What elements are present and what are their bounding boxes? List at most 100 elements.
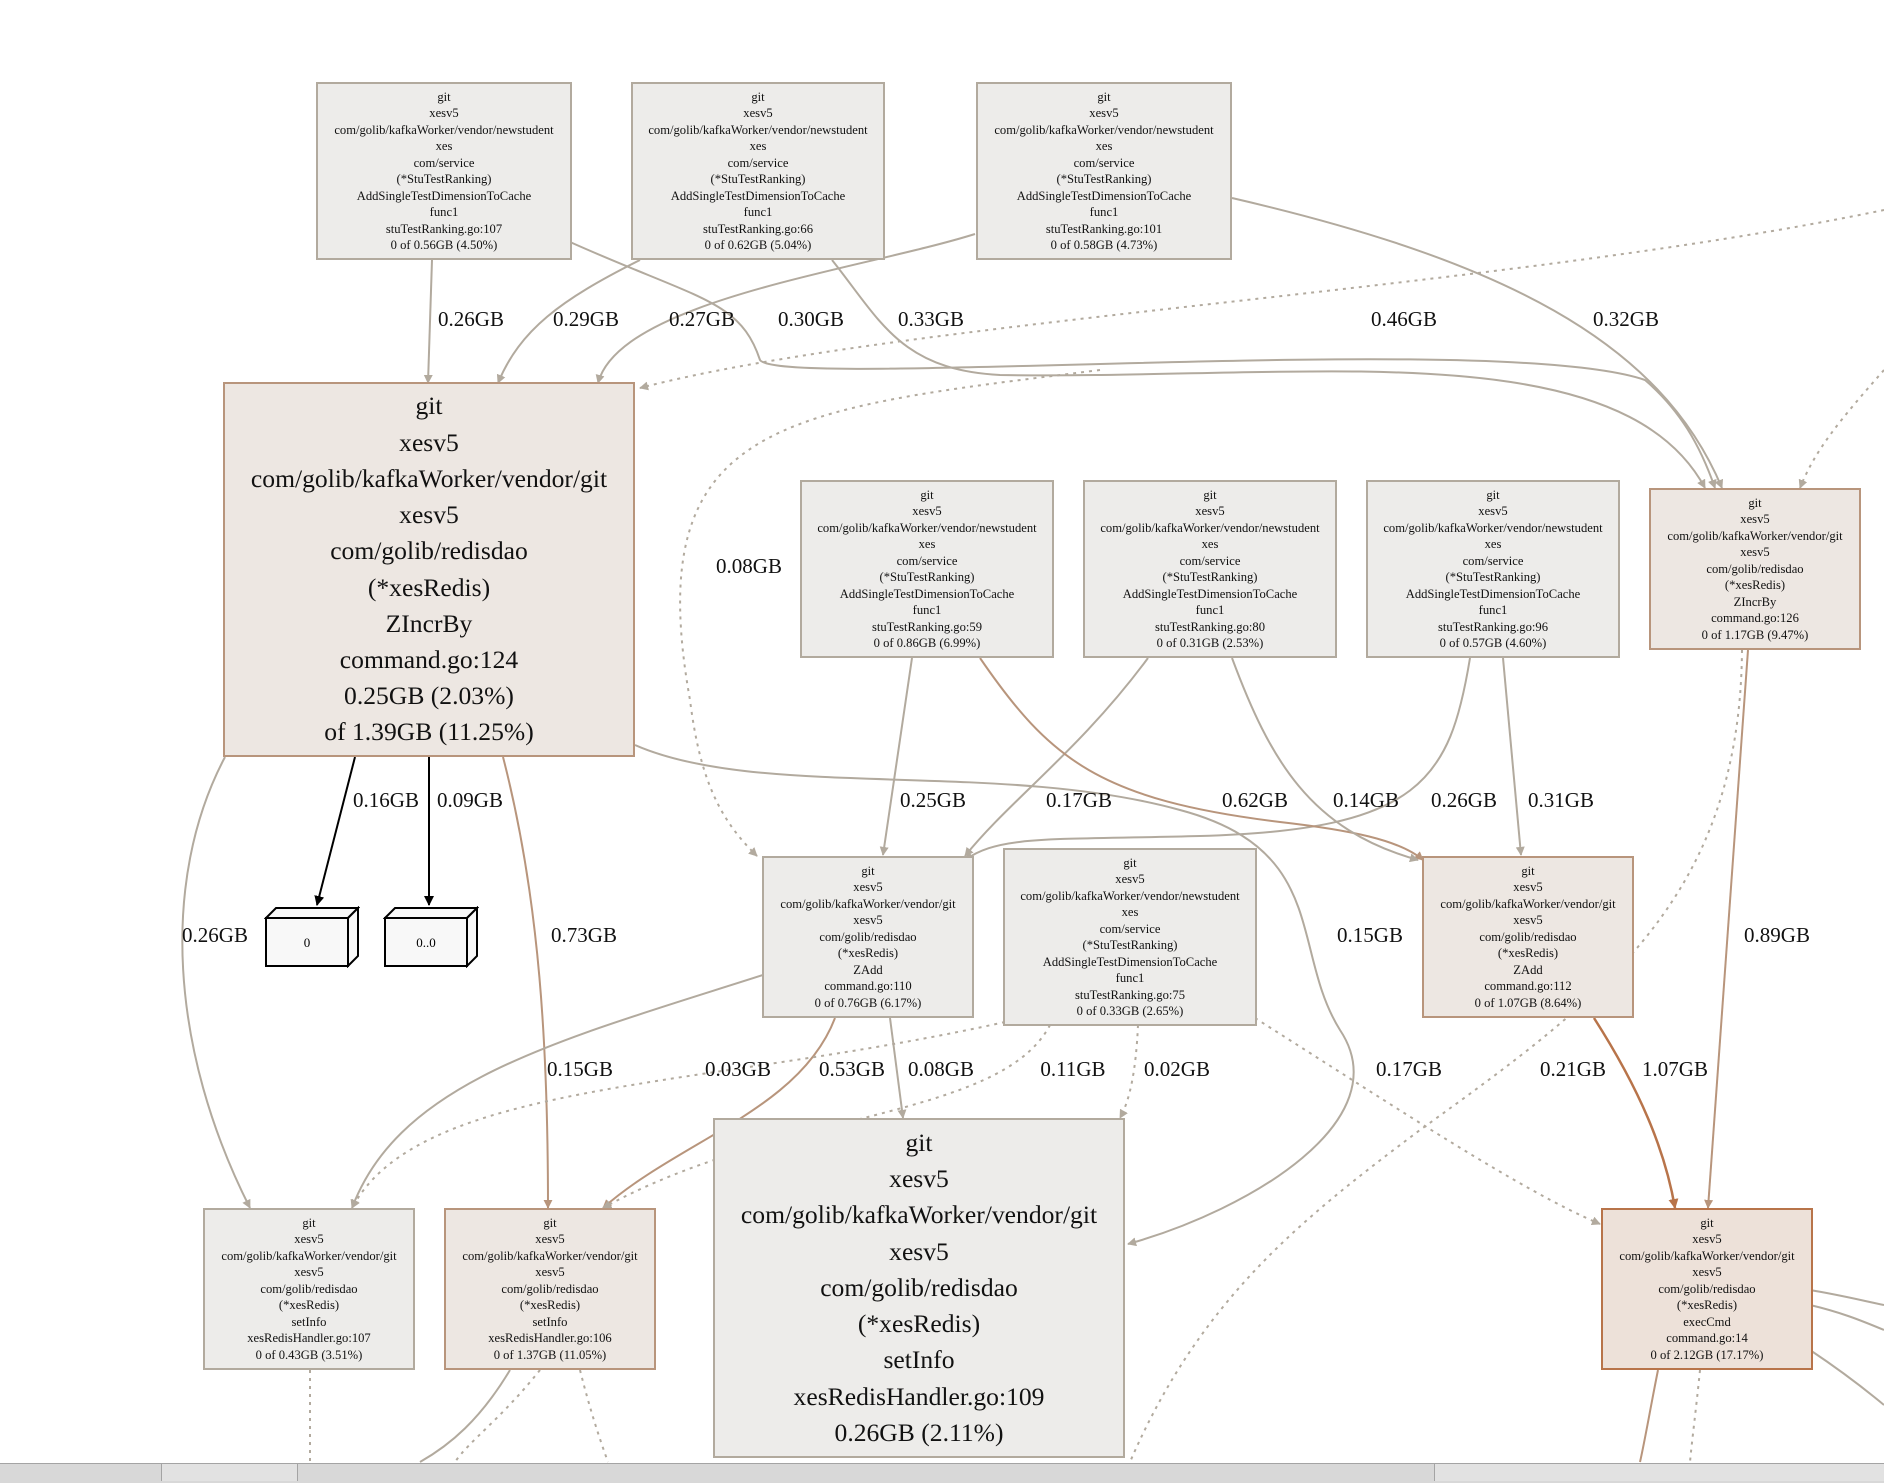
edge-mid75-dotted-to-setinfo109: [1119, 1024, 1139, 1119]
node-text-line: com/service: [1179, 553, 1241, 568]
edge-label: 0.46GB: [1371, 307, 1437, 331]
edge-label: 0.15GB: [1337, 923, 1403, 947]
node-text-line: (*StuTestRanking): [1056, 172, 1152, 186]
node-text-line: (*xesRedis): [367, 572, 491, 602]
edge-label: 0.09GB: [437, 788, 503, 812]
node-text-line: 0 of 0.43GB (3.51%): [255, 1347, 363, 1362]
edge-label: 0.73GB: [551, 923, 617, 947]
leaf-box-00-label: 0..0: [416, 935, 436, 950]
node-text-line: stuTestRanking.go:107: [385, 221, 503, 236]
node-text-line: com/golib/redisdao: [330, 536, 528, 566]
node-text-line: AddSingleTestDimensionToCache: [1042, 954, 1218, 969]
edge-label: 0.15GB: [547, 1057, 613, 1081]
node-text-line: com/golib/redisdao: [1658, 1281, 1756, 1296]
node-text-line: (*StuTestRanking): [879, 570, 975, 584]
edge-label: 0.27GB: [669, 307, 735, 331]
node-text-line: com/service: [727, 155, 789, 170]
node-text-line: xesv5: [1692, 1232, 1722, 1247]
node-text-line: com/golib/kafkaWorker/vendor/newstudent: [1020, 888, 1240, 903]
edge-mid75-dotted-to-setinfo106: [602, 1024, 1051, 1209]
node-text-line: setInfo: [291, 1314, 327, 1329]
node-text-line: ZIncrBy: [385, 608, 473, 638]
node-text-line: xesv5: [1115, 872, 1145, 886]
node-text-line: git: [437, 89, 451, 104]
node-text-line: git: [1748, 495, 1762, 510]
edge-top101-to-zincrby: [595, 233, 976, 384]
edge-mid75-dotted-to-execcmd: [1254, 1017, 1601, 1225]
node-text-line: git: [302, 1215, 316, 1230]
scrollbar-segment-left[interactable]: [161, 1464, 298, 1481]
node-text-line: xes: [1484, 537, 1502, 551]
node-text-line: (*StuTestRanking): [396, 172, 492, 186]
edge-zadd110-to-setinfo107: [350, 974, 764, 1209]
node-text-line: func1: [1478, 603, 1508, 617]
edge-label: 0.26GB: [182, 923, 248, 947]
edge-label: 0.08GB: [716, 554, 782, 578]
node-text-line: git: [415, 391, 443, 421]
node-text-line: git: [920, 487, 934, 502]
leaf-box-00[interactable]: 0..0: [383, 906, 479, 968]
node-text-line: (*xesRedis): [1676, 1298, 1738, 1313]
leaf-box-0[interactable]: 0: [264, 906, 360, 968]
node-text-line: xes: [1201, 537, 1219, 551]
node-text-line: of 1.39GB (11.25%): [324, 717, 534, 747]
node-text-line: (*StuTestRanking): [1082, 938, 1178, 952]
edge-label: 0.25GB: [900, 788, 966, 812]
edge-label: 0.62GB: [1222, 788, 1288, 812]
edge-setinfo106-dotted-down-b: [579, 1369, 609, 1463]
edge-label: 0.89GB: [1744, 923, 1810, 947]
node-text-line: xes: [1095, 139, 1113, 153]
node-text-line: 0.26GB (2.11%): [834, 1417, 1004, 1447]
node-text-line: command.go:124: [339, 644, 519, 674]
node-text-line: 0 of 0.57GB (4.60%): [1439, 636, 1547, 650]
node-text-line: ZIncrBy: [1733, 594, 1777, 609]
node-text-line: stuTestRanking.go:75: [1074, 987, 1185, 1002]
node-text-line: xesv5: [889, 1236, 949, 1266]
node-text-line: (*StuTestRanking): [1445, 570, 1541, 584]
edge-label: 0.26GB: [1431, 788, 1497, 812]
node-text-line: com/golib/kafkaWorker/vendor/newstudent: [1383, 520, 1603, 535]
node-text-line: (*xesRedis): [278, 1298, 340, 1313]
edge-execcmd-right-b: [1809, 1304, 1884, 1331]
node-text-line: command.go:110: [824, 979, 912, 994]
node-text-line: 0.25GB (2.03%): [344, 681, 514, 711]
node-text-line: execCmd: [1683, 1314, 1731, 1329]
edge-label: 0.29GB: [553, 307, 619, 331]
node-text-line: command.go:14: [1666, 1331, 1748, 1346]
horizontal-scrollbar[interactable]: [0, 1463, 1884, 1483]
node-text-line: com/golib/kafkaWorker/vendor/git: [221, 1248, 397, 1263]
node-text-line: setInfo: [532, 1314, 568, 1329]
node-text-line: com/service: [1073, 155, 1135, 170]
node-text-line: stuTestRanking.go:80: [1154, 619, 1265, 634]
edge-label: 0.08GB: [908, 1057, 974, 1081]
node-text-line: (*StuTestRanking): [710, 172, 806, 186]
node-text-line: stuTestRanking.go:96: [1437, 619, 1548, 634]
node-text-line: com/golib/kafkaWorker/vendor/git: [1667, 528, 1843, 543]
node-text-line: com/golib/kafkaWorker/vendor/git: [740, 1200, 1098, 1230]
edge-label: 0.53GB: [819, 1057, 885, 1081]
node-text-line: xesv5: [1478, 504, 1508, 518]
node-text-line: AddSingleTestDimensionToCache: [1016, 188, 1192, 203]
edge-setinfo106-down: [419, 1369, 511, 1463]
edge-execcmd-dotted-down: [1689, 1369, 1701, 1463]
edge-mid96-to-zadd110: [964, 657, 1471, 861]
node-text-line: xes: [1121, 905, 1139, 919]
node-text-line: setInfo: [883, 1345, 955, 1375]
scrollbar-segment-right[interactable]: [1434, 1464, 1884, 1481]
